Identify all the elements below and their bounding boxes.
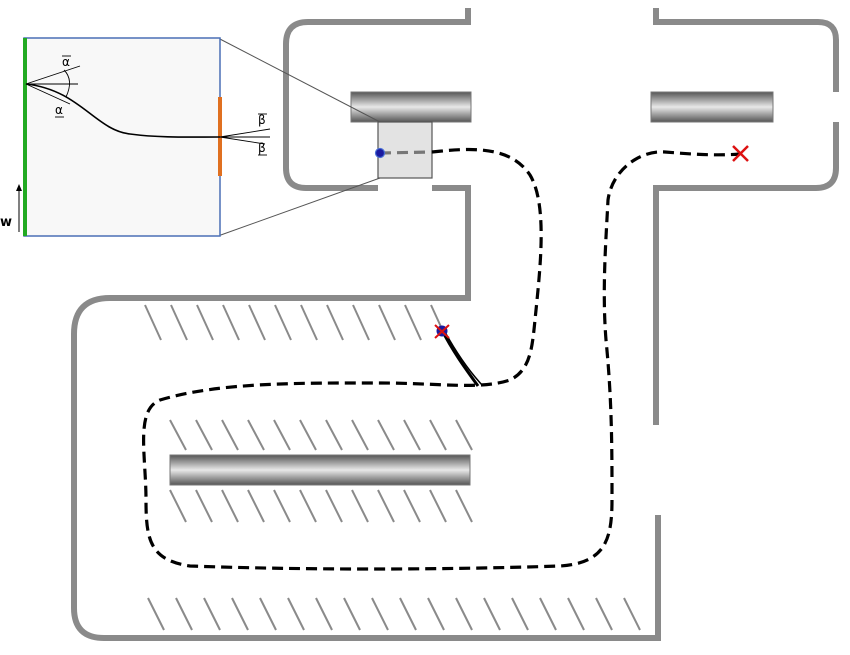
inset-zoom bbox=[16, 37, 271, 237]
hatch-mark bbox=[352, 304, 370, 341]
zoom-connector-top bbox=[217, 37, 381, 123]
hatch-mark bbox=[567, 597, 585, 631]
hatch-mark bbox=[378, 304, 396, 341]
obstacle-block-top-right bbox=[650, 91, 774, 123]
hatch-mark bbox=[259, 597, 277, 631]
hatch-mark bbox=[170, 304, 188, 341]
beta-lower-label: β bbox=[258, 141, 266, 155]
solid-path-edge bbox=[444, 331, 484, 387]
hatch-mark bbox=[371, 597, 389, 631]
hatch-mark bbox=[483, 597, 501, 631]
parking-hatch-marks bbox=[144, 304, 641, 631]
hatch-mark bbox=[623, 597, 641, 631]
hatch-mark bbox=[247, 489, 265, 523]
hatch-mark bbox=[221, 489, 239, 523]
hatch-mark bbox=[399, 597, 417, 631]
hatch-mark bbox=[247, 419, 265, 451]
hatch-mark bbox=[403, 489, 421, 523]
hatch-mark bbox=[455, 419, 473, 451]
hatch-mark bbox=[248, 304, 266, 341]
hatch-mark bbox=[300, 304, 318, 341]
start-segment bbox=[379, 150, 433, 155]
goal-marker-right bbox=[732, 145, 749, 162]
hatch-mark bbox=[377, 419, 395, 451]
hatch-mark bbox=[403, 419, 421, 451]
hatch-mark bbox=[287, 597, 305, 631]
beta-upper-label: β bbox=[258, 113, 266, 127]
hatch-mark bbox=[427, 597, 445, 631]
inset-trajectory bbox=[25, 83, 221, 138]
hatch-mark bbox=[231, 597, 249, 631]
hatch-mark bbox=[539, 597, 557, 631]
start-marker bbox=[374, 147, 386, 159]
hatch-mark bbox=[325, 419, 343, 451]
goal-marker-mid bbox=[434, 324, 450, 339]
hatch-mark bbox=[455, 597, 473, 631]
w-arrow-head bbox=[16, 184, 22, 191]
hatch-mark bbox=[169, 419, 187, 451]
alpha-upper-label: α bbox=[62, 55, 70, 69]
alpha-upper-ray bbox=[25, 65, 81, 85]
alpha-lower-ray bbox=[25, 83, 71, 105]
hatch-mark bbox=[196, 304, 214, 341]
hatch-mark bbox=[203, 597, 221, 631]
alpha-lower-label: α bbox=[55, 103, 63, 117]
wall-top-left-room bbox=[71, 8, 661, 641]
hatch-mark bbox=[315, 597, 333, 631]
hatch-mark bbox=[351, 419, 369, 451]
hatch-mark bbox=[221, 419, 239, 451]
width-label: w bbox=[0, 215, 12, 230]
hatch-mark bbox=[343, 597, 361, 631]
hatch-mark bbox=[273, 419, 291, 451]
hatch-mark bbox=[175, 597, 193, 631]
hatch-mark bbox=[274, 304, 292, 341]
hatch-mark bbox=[404, 304, 422, 341]
hatch-mark bbox=[595, 597, 613, 631]
hatch-mark bbox=[325, 489, 343, 523]
hatch-mark bbox=[144, 304, 162, 341]
hatch-mark bbox=[195, 489, 213, 523]
obstacle-block-top-left bbox=[350, 91, 472, 123]
wall-top-right-room bbox=[653, 8, 839, 425]
hatch-mark bbox=[351, 489, 369, 523]
hatch-mark bbox=[195, 419, 213, 451]
hatch-mark bbox=[222, 304, 240, 341]
alpha-arc bbox=[63, 69, 70, 98]
hatch-mark bbox=[429, 419, 447, 451]
beta-lower-ray bbox=[219, 136, 266, 145]
zoom-source-region bbox=[377, 121, 433, 179]
hatch-mark bbox=[455, 489, 473, 523]
walls bbox=[71, 8, 839, 641]
beta-upper-ray bbox=[219, 128, 271, 138]
hatch-mark bbox=[299, 419, 317, 451]
hatch-mark bbox=[147, 597, 165, 631]
planned-path bbox=[141, 147, 741, 571]
hatch-mark bbox=[429, 489, 447, 523]
hatch-mark bbox=[511, 597, 529, 631]
zoom-connector-bottom bbox=[217, 177, 381, 237]
hatch-mark bbox=[169, 489, 187, 523]
hatch-mark bbox=[273, 489, 291, 523]
obstacle-block-center bbox=[169, 454, 471, 486]
hatch-mark bbox=[326, 304, 344, 341]
hatch-mark bbox=[299, 489, 317, 523]
hatch-mark bbox=[377, 489, 395, 523]
